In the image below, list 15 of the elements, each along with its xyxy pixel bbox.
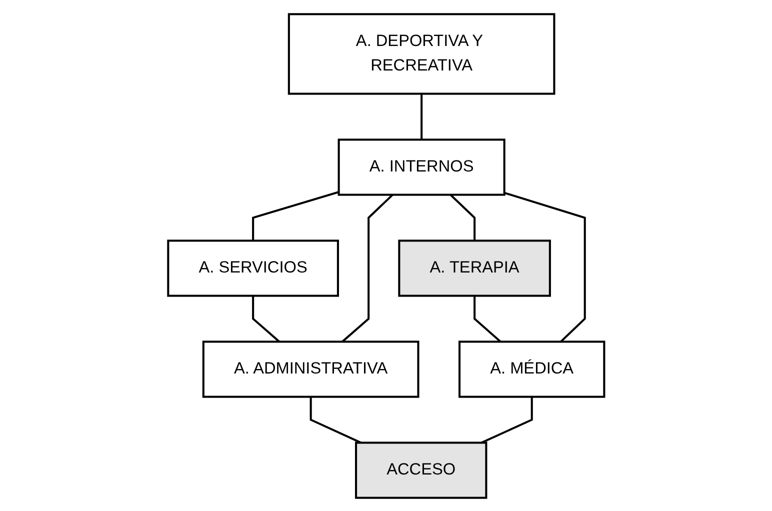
node-box: A. TERAPIA <box>398 239 551 296</box>
connector <box>450 194 476 240</box>
connector <box>504 191 586 342</box>
connector <box>310 396 362 444</box>
connector <box>341 194 394 342</box>
node-box: A. ADMINISTRATIVA <box>202 340 420 398</box>
node-box: A. DEPORTIVA Y RECREATIVA <box>288 12 556 94</box>
node-box: ACCESO <box>354 441 488 498</box>
connector <box>420 93 422 140</box>
connector <box>473 295 502 342</box>
node-box: A. SERVICIOS <box>166 239 339 296</box>
node-box: A. MÉDICA <box>458 340 606 398</box>
connector <box>252 295 280 342</box>
connector <box>252 190 339 240</box>
node-box: A. INTERNOS <box>338 138 506 196</box>
